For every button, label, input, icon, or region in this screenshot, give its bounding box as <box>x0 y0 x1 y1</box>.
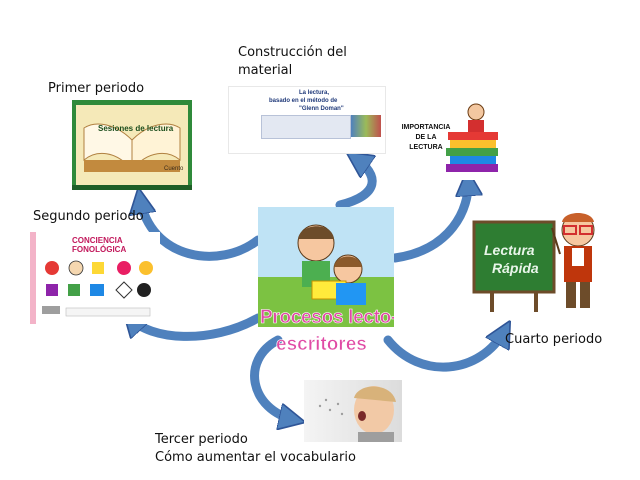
conciencia-fonologica-image: CONCIENCIA FONOLÓGICA <box>30 232 160 324</box>
chalkboard-icon <box>472 220 556 312</box>
primer-periodo-label: Primer periodo <box>48 81 145 96</box>
construccion-label-line2: material <box>238 63 293 78</box>
importancia-text-3: LECTURA <box>409 144 443 151</box>
tercer-periodo-label-line1: Tercer periodo <box>155 432 248 447</box>
arrow-to-cuarto <box>383 330 505 372</box>
importancia-text-2: DE LA <box>415 134 437 141</box>
segundo-periodo-label: Segundo periodo <box>33 209 144 224</box>
arrow-to-construccion <box>335 158 377 210</box>
arrow-to-primer <box>140 198 263 261</box>
construccion-material-image: La lectura, basado en el método de "Glen… <box>228 86 386 154</box>
children-reading-illustration <box>297 224 366 305</box>
construccion-title-2: basado en el método de <box>269 98 338 104</box>
child-speaking-photo <box>304 380 402 442</box>
cuento-text: Cuento <box>164 166 184 172</box>
lectura-rapida-text-1: Lectura <box>484 242 535 258</box>
importancia-lectura-image: IMPORTANCIA DE LA LECTURA <box>398 100 502 180</box>
lectura-rapida-image: Lectura Rápida <box>470 208 606 316</box>
importancia-text-1: IMPORTANCIA <box>401 124 451 131</box>
sesiones-de-lectura-image: Sesiones de lectura Cuento <box>72 100 192 190</box>
word-cards-table <box>261 115 351 139</box>
arrow-to-importancia <box>390 180 468 263</box>
center-title-line1: Procesos lecto- <box>260 307 394 327</box>
arrow-to-segundo <box>130 318 263 341</box>
construccion-label-line1: Construcción del <box>238 45 347 60</box>
color-bars <box>351 115 381 137</box>
book-illustration <box>83 123 181 172</box>
procesos-lectoescritores-image: Procesos lecto- <box>258 207 394 327</box>
conciencia-title-2: FONOLÓGICA <box>72 245 127 254</box>
professor-character-icon <box>551 213 595 308</box>
construccion-title-1: La lectura, <box>299 90 330 96</box>
phonetic-pictures <box>42 260 153 317</box>
center-title-line2: escritores <box>276 334 367 356</box>
conciencia-title-1: CONCIENCIA <box>72 236 123 245</box>
sesiones-text: Sesiones de lectura <box>98 124 174 133</box>
cuarto-periodo-label: Cuarto periodo <box>505 332 603 347</box>
child-speaking-icon <box>318 386 396 442</box>
construccion-title-3: "Glenn Doman" <box>299 106 344 112</box>
books-stack-icon <box>446 103 498 172</box>
lectura-rapida-text-2: Rápida <box>492 260 539 276</box>
tercer-periodo-label-line2: Cómo aumentar el vocabulario <box>155 450 356 465</box>
arrow-to-tercero <box>250 335 295 420</box>
